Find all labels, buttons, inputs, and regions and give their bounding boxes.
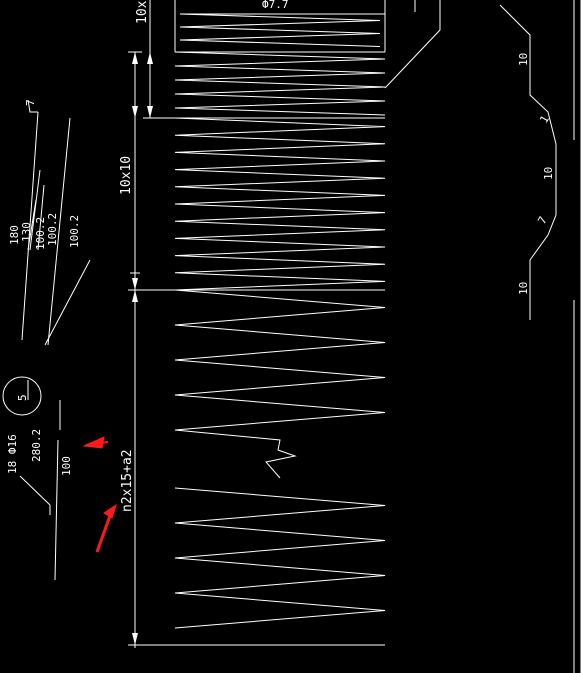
zigzag-lower-a xyxy=(174,289,386,431)
right-label-c: 10 xyxy=(542,167,555,180)
zigzag-middle xyxy=(174,117,386,291)
bar-spec-label: 18 Ф16 xyxy=(6,434,19,474)
stack-label-b: 130 xyxy=(20,222,33,242)
top-partial-label: Ф7.7 xyxy=(262,0,289,11)
zigzag-lower-b xyxy=(174,487,386,629)
left-bar-lines xyxy=(19,99,91,581)
right-label-a: 10 xyxy=(517,53,530,66)
stack-label-a: 180 xyxy=(8,225,21,245)
stack-label-c: 100.2 xyxy=(34,217,47,250)
spiral-zigzag-pattern xyxy=(174,13,386,629)
right-label-d: 7 xyxy=(535,214,550,226)
zigzag-upper-dense xyxy=(174,51,386,116)
position-marker-label: 5 xyxy=(16,394,29,401)
bar-length-a-label: 280.2 xyxy=(30,429,43,462)
right-label-e: 10 xyxy=(517,282,530,295)
top-frame xyxy=(174,0,441,89)
top-dimension-label: 10x xyxy=(135,0,150,24)
break-symbol xyxy=(174,429,297,479)
position-marker: 5 xyxy=(2,376,42,416)
stack-label-d: 100.2 xyxy=(46,213,59,246)
right-section-outline xyxy=(499,0,581,673)
right-label-b: 1 xyxy=(537,113,552,125)
left-tick-label: 7 xyxy=(24,99,37,106)
bar-length-b-label: 100 xyxy=(60,456,73,476)
main-dimension-line xyxy=(128,0,385,648)
mid-dimension-label: 10x10 xyxy=(119,156,134,195)
dimension-arrows xyxy=(132,52,153,645)
bottom-dimension-label: n2x15+a2 xyxy=(120,449,135,512)
red-arrow-markers xyxy=(82,436,117,553)
zigzag-top-dense xyxy=(179,13,381,47)
length-label-top: 100.2 xyxy=(68,215,81,248)
